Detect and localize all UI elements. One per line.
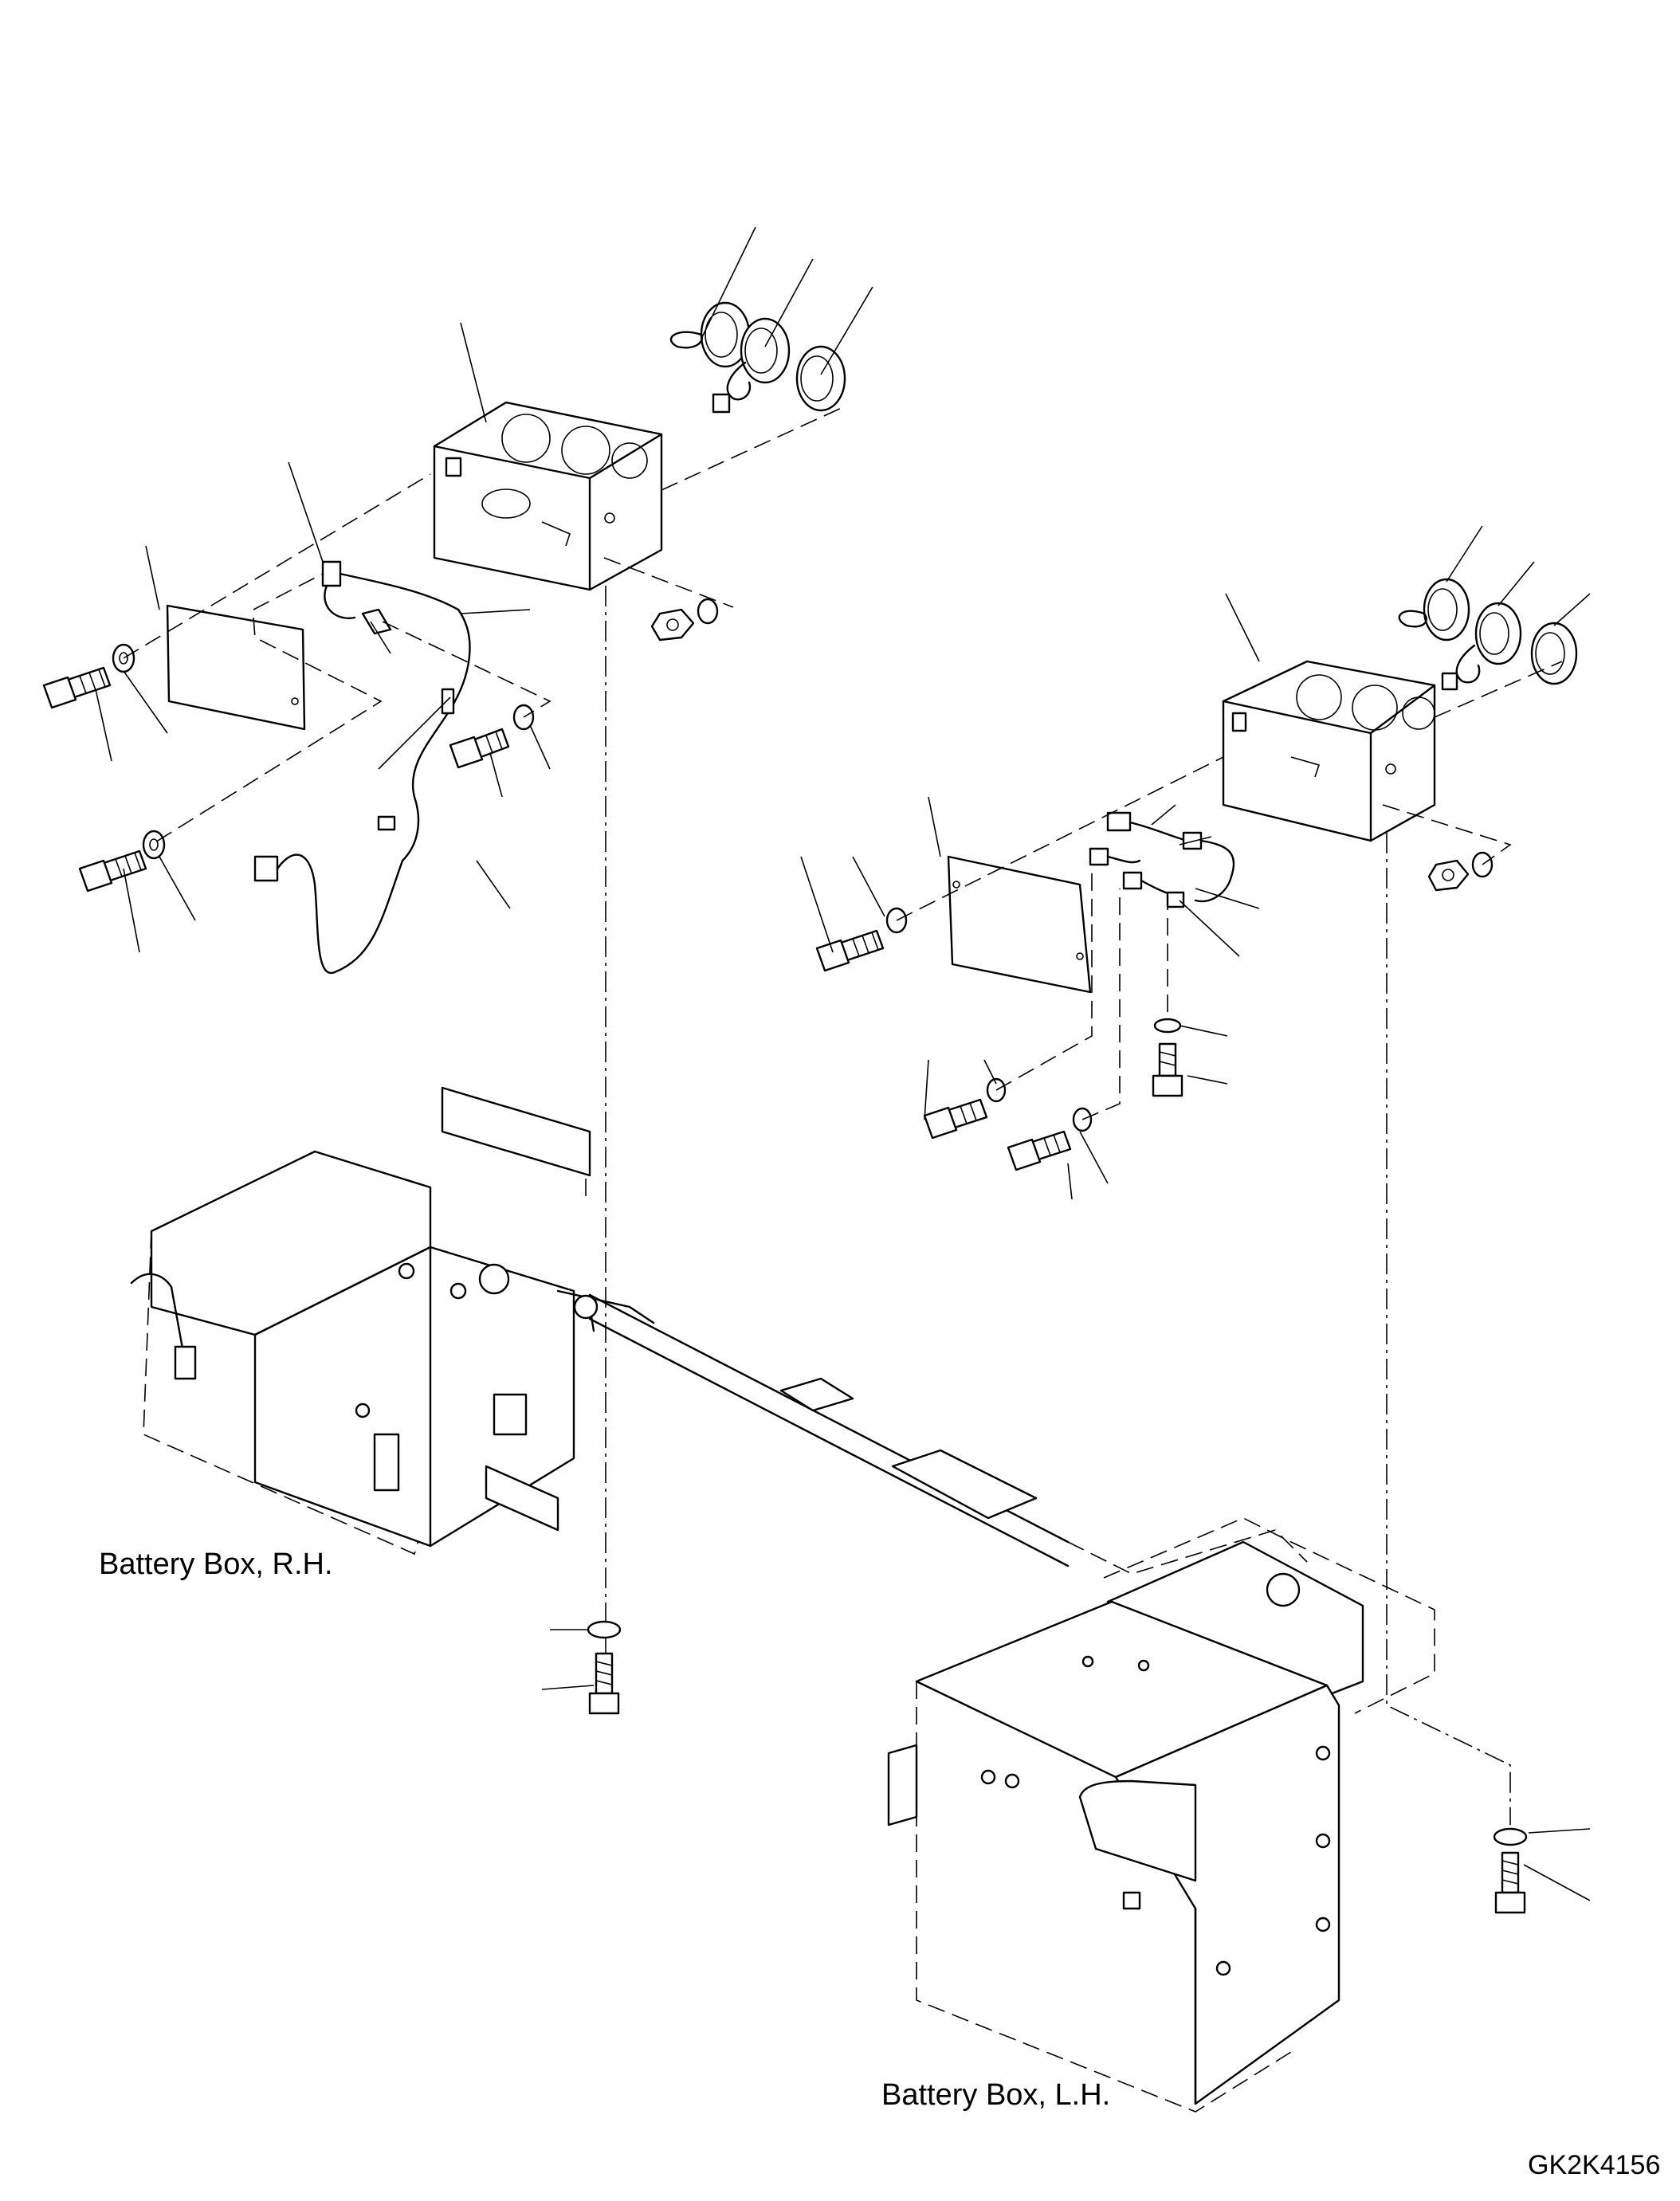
lh-assembly-line-5: [1382, 804, 1512, 865]
lh-switch-box: [1222, 660, 1436, 842]
lh-bolt-1: [815, 929, 885, 972]
rh-assembly-line-3: [151, 617, 383, 845]
lh-assembly-line-2: [995, 865, 1093, 1091]
rh-bolt-2: [78, 849, 147, 893]
lh-bolt-3: [1007, 1130, 1072, 1171]
lh-nut-washer: [1427, 851, 1494, 892]
battery-box-rh-label: Battery Box, R.H.: [99, 1548, 333, 1581]
rh-washer-2: [142, 830, 166, 860]
rh-leader-lines: [95, 226, 873, 953]
rh-cover-plate: [166, 604, 306, 731]
rh-assembly-line-4: [382, 621, 551, 718]
rh-washer-2-hole: [149, 838, 159, 851]
lh-bottom-leaders: [1523, 1828, 1591, 1901]
rh-nut-washer: [650, 598, 719, 641]
battery-connector-bar: [573, 1293, 1308, 1575]
rh-bottom-bolt: [588, 1652, 620, 1715]
lh-wiring-harness: [1089, 811, 1235, 908]
lh-leader-lines: [800, 525, 1591, 1200]
rh-assembly-line-1: [123, 473, 431, 659]
lh-bolt-4: [1152, 1042, 1183, 1097]
rh-bolt-3: [449, 728, 510, 769]
rh-assembly-line-2: [253, 573, 324, 610]
battery-box-lh-label: Battery Box, L.H.: [881, 2078, 1111, 2112]
lh-centerline: [1386, 833, 1511, 1825]
rh-bolt-1: [42, 666, 112, 709]
lh-bolt-2: [923, 1098, 988, 1140]
rh-washer-1-hole: [119, 652, 128, 665]
lh-battery-box: [887, 1517, 1435, 2113]
rh-switch-box: [433, 401, 663, 591]
rh-bottom-leaders: [541, 1629, 595, 1690]
rh-assembly-line-6: [661, 406, 846, 491]
rh-indicator-lamps: [670, 301, 846, 414]
lh-cover-plate: [947, 855, 1092, 994]
lh-bottom-bolt: [1494, 1851, 1526, 1914]
rh-wiring-harness: [253, 560, 471, 975]
lh-assembly-line-1: [896, 756, 1224, 921]
lh-assembly-line-3: [1081, 889, 1121, 1120]
lh-indicator-lamps: [1398, 578, 1578, 691]
rh-battery-box: [130, 1086, 655, 1556]
lh-assembly-line-6: [1434, 661, 1563, 718]
lh-washer-4: [1153, 1018, 1182, 1034]
lh-bottom-washer: [1493, 1827, 1528, 1846]
rh-bottom-washer: [587, 1620, 622, 1639]
drawing-code: GK2K4156: [1528, 2150, 1661, 2180]
rh-assembly-line-5: [603, 557, 734, 608]
